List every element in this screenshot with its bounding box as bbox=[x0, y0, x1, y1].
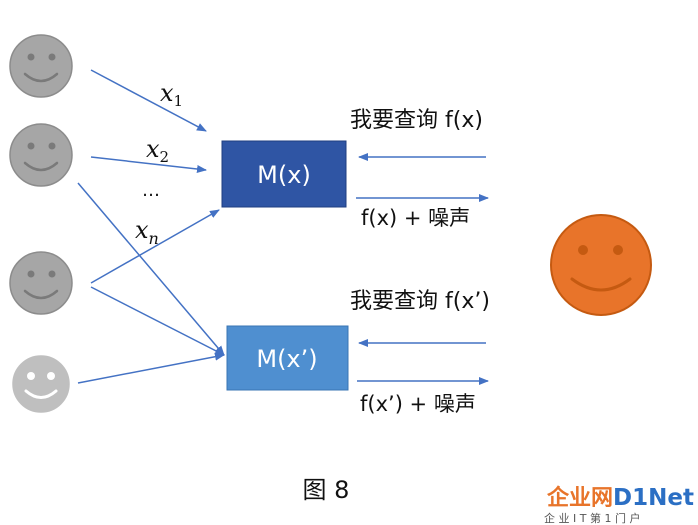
label-dots: … bbox=[142, 180, 160, 201]
query-text-1: 我要查询 f(x) bbox=[350, 108, 483, 133]
mechanism-label-m2: M(x’) bbox=[256, 345, 317, 373]
label-x2: x2 bbox=[146, 135, 169, 166]
watermark-tagline: 企 业 I T 第 1 门 户 bbox=[544, 511, 640, 525]
query-text-2: 我要查询 f(x’) bbox=[350, 289, 490, 314]
source-face-4 bbox=[12, 355, 70, 413]
querier-face bbox=[550, 214, 652, 316]
mechanism-box-m1 bbox=[221, 140, 347, 208]
source-face-3 bbox=[9, 251, 73, 315]
watermark-logo: 企业网 D1Net 企 业 I T 第 1 门 户 bbox=[544, 485, 694, 525]
response-text-1: f(x) + 噪声 bbox=[361, 206, 470, 230]
arrow-face2-to-m2 bbox=[77, 182, 225, 356]
watermark-brand-2: D1Net bbox=[613, 485, 694, 511]
arrow-face3-to-m2 bbox=[90, 286, 225, 356]
source-face-2 bbox=[9, 123, 73, 187]
arrow-face4-to-m2 bbox=[77, 352, 225, 384]
watermark-brand: 企业网 bbox=[546, 485, 613, 511]
label-x1: x1 bbox=[160, 79, 183, 110]
arrow-x2-to-m1 bbox=[90, 156, 207, 173]
source-face-1 bbox=[9, 34, 73, 98]
mechanism-label-m1: M(x) bbox=[257, 161, 311, 189]
response-text-2: f(x’) + 噪声 bbox=[360, 392, 476, 416]
figure-caption: 图 8 bbox=[303, 476, 350, 504]
mechanism-box-m2 bbox=[226, 325, 349, 391]
label-xn: xn bbox=[135, 216, 159, 248]
arrow-xn-to-m1 bbox=[90, 209, 220, 284]
arrow-x1-to-m1 bbox=[90, 69, 207, 132]
